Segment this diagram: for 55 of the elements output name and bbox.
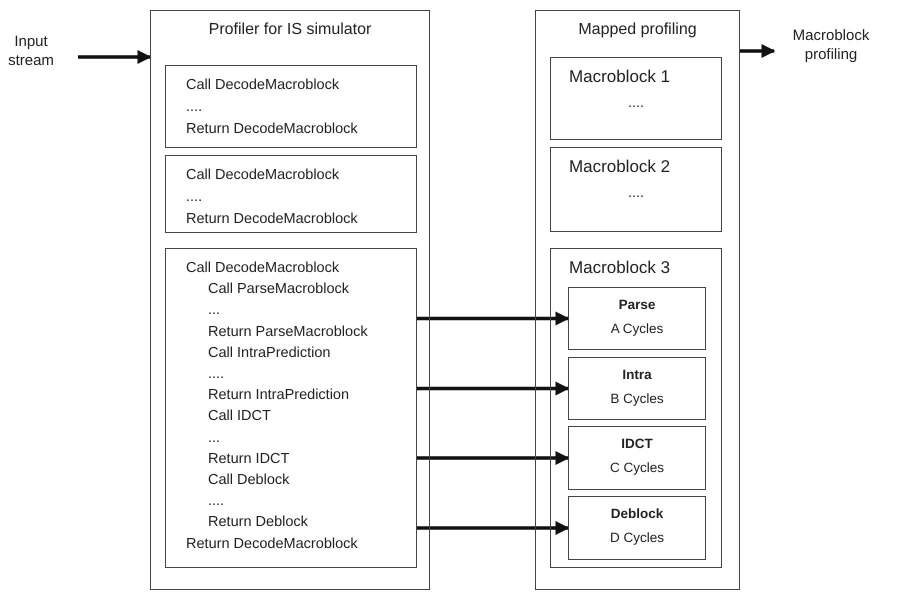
arrow — [417, 451, 570, 465]
code-line: Return DecodeMacroblock — [186, 210, 358, 228]
code-line: ... — [208, 301, 220, 320]
arrow — [740, 44, 776, 58]
cycle-count: D Cycles — [608, 529, 665, 547]
arrow — [417, 312, 570, 326]
macroblock-title: Macroblock 2 — [569, 156, 670, 177]
panel-title: Profiler for IS simulator — [208, 21, 372, 39]
panel — [150, 10, 430, 590]
code-line: Return IntraPrediction — [208, 386, 350, 404]
macroblock-box — [550, 147, 722, 232]
code-line: Call IntraPrediction — [208, 344, 330, 362]
code-line: Return IDCT — [208, 450, 290, 468]
code-line: Call DecodeMacroblock — [186, 76, 340, 94]
stream-label: Input stream — [7, 32, 55, 70]
macroblock-title: Macroblock 3 — [569, 257, 670, 278]
call-block — [165, 65, 417, 148]
code-line: Return DecodeMacroblock — [186, 120, 358, 138]
ellipsis-text: .... — [626, 184, 646, 202]
call-block — [165, 248, 417, 568]
stage-name: IDCT — [620, 435, 654, 453]
ellipsis-text: .... — [626, 94, 646, 112]
stage-name: Intra — [621, 366, 653, 384]
arrow — [417, 521, 570, 535]
code-line: .... — [208, 492, 224, 510]
arrow — [417, 382, 570, 396]
code-line: Call IDCT — [208, 407, 271, 426]
code-line: .... — [208, 365, 224, 383]
stage-box — [568, 496, 706, 560]
cycle-count: A Cycles — [610, 320, 664, 338]
stage-name: Parse — [618, 296, 656, 314]
cycle-count: B Cycles — [609, 390, 665, 408]
code-line: Call DecodeMacroblock — [186, 259, 340, 277]
code-line: Call Deblock — [208, 471, 290, 489]
code-line: Call ParseMacroblock — [208, 280, 350, 298]
arrow — [78, 50, 152, 64]
stage-name: Deblock — [610, 505, 664, 523]
code-line: Return Deblock — [208, 513, 308, 532]
stage-box — [568, 426, 706, 490]
macroblock-box — [550, 248, 722, 568]
code-line: Return ParseMacroblock — [208, 322, 368, 341]
panel-title: Mapped profiling — [577, 21, 698, 39]
stream-label: Macroblock profiling — [792, 26, 870, 64]
panel — [535, 10, 740, 590]
cycle-count: C Cycles — [608, 459, 665, 477]
code-line: ... — [208, 428, 220, 447]
code-line: Call DecodeMacroblock — [186, 166, 340, 184]
code-line: Return DecodeMacroblock — [186, 534, 358, 553]
stage-box — [568, 287, 706, 350]
macroblock-box — [550, 57, 722, 140]
code-line: .... — [186, 188, 202, 206]
macroblock-title: Macroblock 1 — [569, 66, 670, 87]
call-block — [165, 155, 417, 233]
code-line: .... — [186, 98, 202, 116]
stage-box — [568, 357, 706, 420]
